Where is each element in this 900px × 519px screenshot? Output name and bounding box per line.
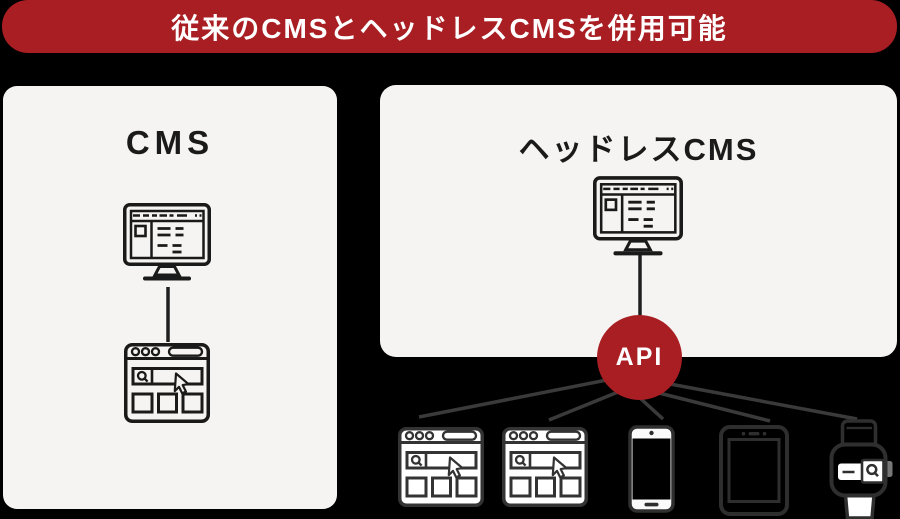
api-line-to-smartphone [639, 397, 665, 421]
tablet-icon [719, 425, 789, 516]
browser-window-icon [502, 427, 588, 507]
api-line-to-tablet [658, 391, 771, 423]
headless-cms-title: ヘッドレスCMS [518, 132, 759, 167]
browser-window-icon [124, 343, 210, 423]
api-line-to-smartwatch [669, 382, 858, 421]
traditional-cms-panel [3, 86, 337, 509]
header-banner: 従来のCMSとヘッドレスCMSを併用可能 [2, 0, 897, 53]
api-line-to-browser-2 [548, 388, 624, 422]
browser-window-icon [398, 427, 484, 507]
cms-admin-monitor-icon [593, 176, 683, 256]
api-line-to-browser-1 [418, 377, 613, 419]
smartphone-icon [628, 425, 675, 513]
header-banner-label: 従来のCMSとヘッドレスCMSを併用可能 [171, 12, 728, 44]
traditional-cms-title: CMS [125, 124, 215, 161]
cms-admin-monitor-icon [123, 203, 211, 281]
api-node: API [597, 315, 682, 400]
smartwatch-icon [829, 419, 893, 519]
api-label: API [615, 343, 664, 371]
